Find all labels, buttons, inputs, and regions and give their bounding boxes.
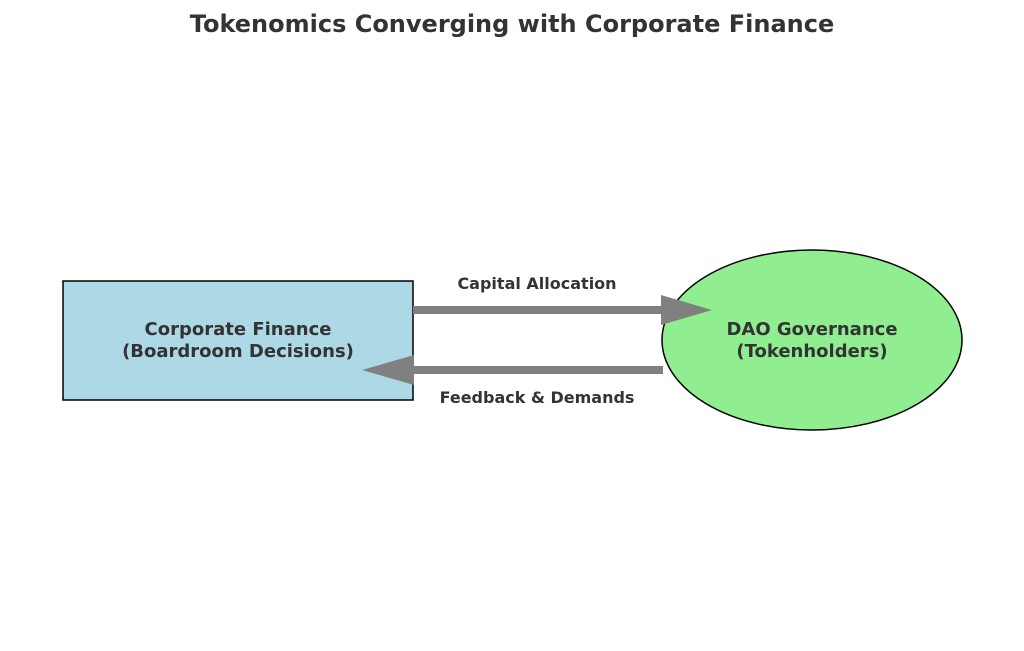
dao-governance-label: DAO Governance xyxy=(726,319,897,340)
corporate-finance-sublabel: (Boardroom Decisions) xyxy=(122,341,354,362)
capital-allocation-arrow xyxy=(413,295,712,325)
dao-governance-node xyxy=(661,249,963,431)
feedback-demands-arrow xyxy=(362,355,663,385)
dao-governance-sublabel: (Tokenholders) xyxy=(736,341,887,362)
capital-allocation-label: Capital Allocation xyxy=(457,274,616,293)
corporate-finance-label: Corporate Finance xyxy=(145,319,332,340)
feedback-demands-label: Feedback & Demands xyxy=(440,388,635,407)
corporate-finance-node xyxy=(62,280,414,401)
diagram-title: Tokenomics Converging with Corporate Fin… xyxy=(190,10,834,38)
